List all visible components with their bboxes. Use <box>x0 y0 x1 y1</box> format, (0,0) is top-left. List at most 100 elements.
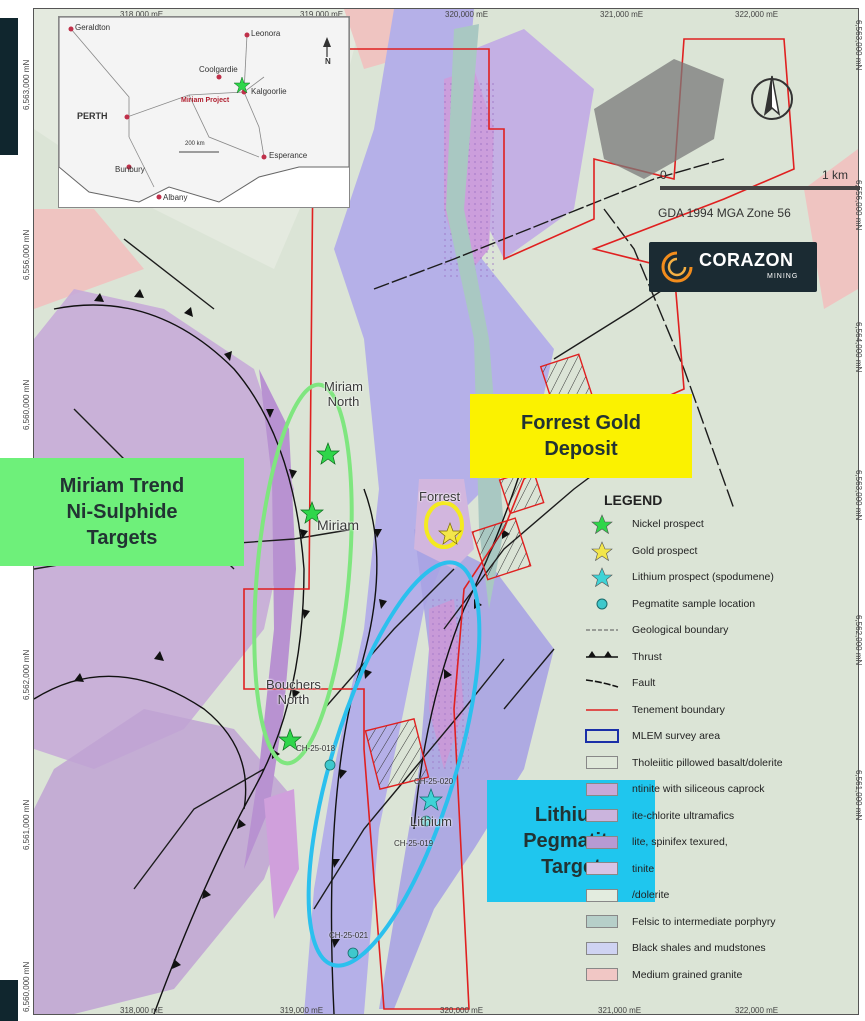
legend-swatch <box>586 756 618 769</box>
label-sample-4: CH-25-021 <box>329 931 369 940</box>
legend-item: Medium grained granite <box>584 965 860 985</box>
legend-symbol-icon <box>591 514 613 534</box>
legend-item: Nickel prospect <box>584 514 860 534</box>
scale-bar: 0 1 km GDA 1994 MGA Zone 56 <box>658 168 865 230</box>
legend-label: Geological boundary <box>632 624 729 636</box>
legend-label: Pegmatite sample location <box>632 597 756 610</box>
forrest-target-ellipse <box>424 501 464 549</box>
legend-symbol <box>584 726 620 746</box>
legend-item: ite-chlorite ultramafics <box>584 806 860 826</box>
pegmatite-sample-dot <box>347 947 359 959</box>
inset-town-perth: PERTH <box>77 111 108 121</box>
legend-symbol-icon <box>585 679 619 688</box>
coord-right-3: 6,564,000 mN <box>854 322 863 373</box>
legend-symbol <box>584 514 620 534</box>
legend-label: Lithium prospect (spodumene) <box>632 571 774 583</box>
legend-swatch <box>586 941 618 955</box>
gold-prospect-star <box>438 522 462 545</box>
nickel-prospect-star <box>300 501 324 524</box>
callout-forrest-gold: Forrest Gold Deposit <box>470 394 692 478</box>
inset-town-geraldton: Geraldton <box>75 23 111 32</box>
corazon-logo-icon <box>661 251 693 283</box>
legend-label: tinite <box>632 862 655 875</box>
label-bouchers-line1: Bouchers <box>266 677 321 692</box>
legend-item: Gold prospect <box>584 540 860 561</box>
mlem-area-lithium <box>364 717 430 791</box>
callout-lithium-line3: Target <box>541 856 601 878</box>
legend-swatch <box>586 915 618 928</box>
legend-symbol <box>584 912 620 932</box>
legend-symbol <box>584 620 620 640</box>
legend-label: Gold prospect <box>632 544 698 557</box>
legend-symbol <box>584 753 620 773</box>
lithium-prospect-star <box>419 788 443 811</box>
legend-label: ite-chlorite ultramafics <box>632 809 735 822</box>
legend-symbol <box>584 700 620 720</box>
coord-top-2: 319,000 mE <box>300 10 344 19</box>
scale-zero: 0 <box>660 168 667 182</box>
miriam-ultramafic-strip <box>244 369 296 869</box>
legend-symbol <box>584 938 620 958</box>
inset-town-kalgoorlie: Kalgoorlie <box>251 87 287 96</box>
label-sample-1: CH-25-018 <box>296 744 336 753</box>
legend-label: Medium grained granite <box>632 968 743 981</box>
legend-symbol <box>584 832 620 852</box>
legend-label: Thrust <box>632 650 662 663</box>
coord-left-4: 6,562,000 mN <box>22 649 31 700</box>
logo-name: CORAZON <box>699 250 794 270</box>
inset-town-coolgardie: Coolgardie <box>199 65 238 74</box>
inset-canvas <box>59 17 349 203</box>
legend-label: ntinite with siliceous caprock <box>632 783 765 795</box>
mlem-area-forrest <box>471 517 532 581</box>
coord-left-3: 6,560,000 mN <box>22 379 31 430</box>
callout-lithium-pegmatite: Lithium Pegmatite Target <box>487 780 655 902</box>
nickel-prospect-star <box>316 442 340 465</box>
legend-item: Black shales and mudstones <box>584 938 860 958</box>
inset-town-leonora: Leonora <box>251 29 281 38</box>
legend-item: Fault <box>584 673 860 693</box>
legend-item: /dolerite <box>584 885 860 905</box>
legend-symbol <box>584 540 620 561</box>
inset-town-bunbury: Bunbury <box>115 165 145 174</box>
corazon-logo: CORAZON MINING <box>649 242 817 292</box>
lens-west <box>264 789 299 919</box>
scale-datum: GDA 1994 MGA Zone 56 <box>658 206 791 220</box>
north-arrow-icon <box>747 64 797 139</box>
nickel-prospect-star <box>278 728 302 751</box>
pegmatite-sample-dot <box>324 759 336 771</box>
legend-item: Thrust <box>584 647 860 667</box>
lens-south-dots <box>429 599 469 769</box>
legend-swatch <box>586 862 618 875</box>
miriam-target-ellipse <box>252 382 354 766</box>
legend-swatch <box>586 809 618 822</box>
lithium-target-ellipse <box>306 560 482 968</box>
legend-item: ntinite with siliceous caprock <box>584 779 860 799</box>
logo-sub: MINING <box>767 273 799 280</box>
inset-town-esperance: Esperance <box>269 151 308 160</box>
inset-project-star <box>233 76 251 94</box>
callout-miriam-line2: Ni-Sulphide <box>66 501 178 523</box>
coord-left-2: 6,556,000 mN <box>22 229 31 280</box>
legend-symbol <box>584 885 620 905</box>
coord-top-5: 322,000 mE <box>735 10 779 19</box>
legend-title: LEGEND <box>604 492 663 508</box>
legend-label: Black shales and mudstones <box>632 942 766 954</box>
coord-bottom-3: 320,000 mE <box>440 1006 484 1015</box>
legend-item: Geological boundary <box>584 620 860 640</box>
callout-miriam-line3: Targets <box>86 527 158 549</box>
legend-symbol <box>584 594 620 614</box>
coord-left-5: 6,561,000 mN <box>22 799 31 850</box>
ultramafic-southwest <box>34 709 294 1014</box>
legend-label: Fault <box>632 677 656 689</box>
pegmatite-samples <box>324 759 432 959</box>
label-sample-3: CH-25-019 <box>394 839 434 848</box>
legend-symbol-icon <box>585 729 619 743</box>
label-forrest: Forrest <box>419 489 461 504</box>
legend-symbol <box>584 806 620 826</box>
pegmatite-sample-dot <box>420 815 432 827</box>
coord-left-6: 6,560,000 mN <box>22 961 31 1012</box>
callout-miriam-line1: Miriam Trend <box>59 475 185 497</box>
inset-scale-label: 200 km <box>185 141 205 147</box>
callout-miriam-trend: Miriam Trend Ni-Sulphide Targets <box>0 458 244 566</box>
